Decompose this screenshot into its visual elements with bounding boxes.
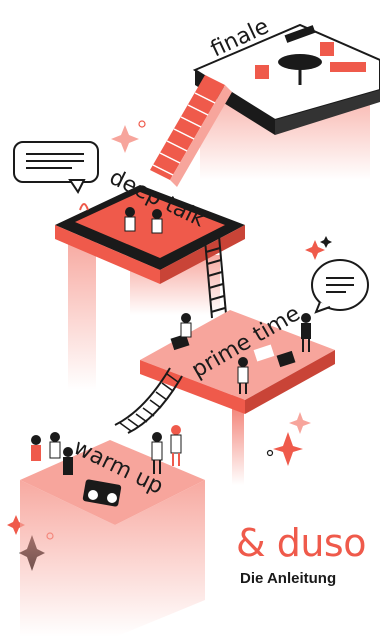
tagline: Die Anleitung bbox=[236, 570, 376, 587]
brand: & duso Die Anleitung bbox=[236, 522, 376, 587]
speech-bubble-right-icon bbox=[312, 260, 368, 312]
duso-logo: & duso bbox=[236, 522, 376, 564]
speech-bubble-left-icon bbox=[14, 142, 98, 192]
rope-bridge bbox=[115, 368, 182, 433]
